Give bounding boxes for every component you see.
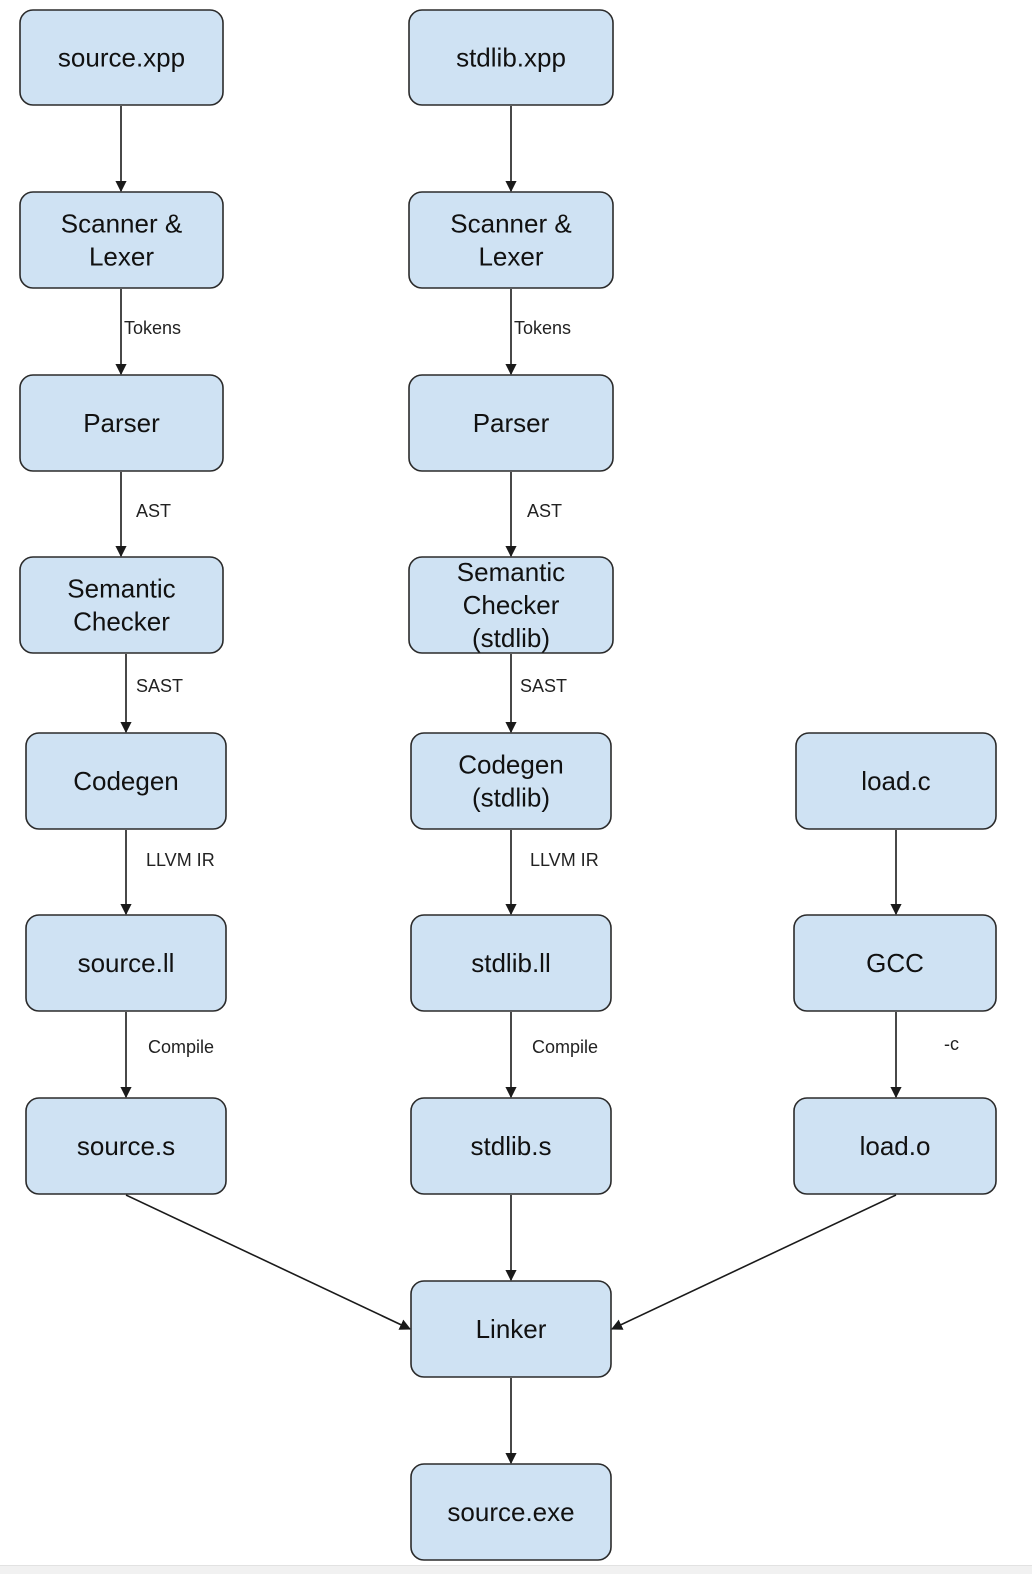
node-label: Semantic (67, 574, 175, 604)
edge-label: AST (527, 501, 562, 521)
node-label: load.o (860, 1131, 931, 1161)
edge-label: Compile (532, 1037, 598, 1057)
node-scanner-1: Scanner &Lexer (19, 191, 224, 289)
node-source-ll: source.ll (25, 914, 227, 1012)
node-box (25, 1097, 227, 1195)
node-box (793, 914, 997, 1012)
edge-label: LLVM IR (146, 850, 215, 870)
edge-load-o-to-linker (610, 1194, 897, 1330)
edge-arrow (610, 1194, 897, 1330)
node-label: Parser (83, 408, 160, 438)
bottom-scroll-edge (0, 1565, 1032, 1574)
node-label: load.c (861, 766, 930, 796)
node-label: source.s (77, 1131, 175, 1161)
node-box (795, 732, 997, 830)
edge-label: Tokens (514, 318, 571, 338)
node-box (408, 9, 614, 106)
node-gcc: GCC (793, 914, 997, 1012)
node-linker: Linker (410, 1280, 612, 1378)
node-stdlib-xpp: stdlib.xpp (408, 9, 614, 106)
node-box (19, 374, 224, 472)
node-label: (stdlib) (472, 783, 550, 813)
node-source-exe: source.exe (410, 1463, 612, 1561)
edge-codegen-1-to-source-ll: LLVM IR (120, 830, 215, 916)
node-parser-2: Parser (408, 374, 614, 472)
node-box (19, 9, 224, 106)
node-box (408, 374, 614, 472)
node-box (410, 914, 612, 1012)
node-box (19, 191, 224, 289)
node-stdlib-ll: stdlib.ll (410, 914, 612, 1012)
node-box (19, 556, 224, 654)
node-box (410, 1463, 612, 1561)
node-box (410, 1280, 612, 1378)
edge-label: AST (136, 501, 171, 521)
node-scanner-2: Scanner &Lexer (408, 191, 614, 289)
edge-label: SAST (520, 676, 567, 696)
node-stdlib-s: stdlib.s (410, 1097, 612, 1195)
node-label: Lexer (89, 242, 154, 272)
node-codegen-1: Codegen (25, 732, 227, 830)
edge-label: Compile (148, 1037, 214, 1057)
edge-source-ll-to-source-s: Compile (120, 1012, 214, 1099)
node-label: Parser (473, 408, 550, 438)
edge-arrow (125, 1194, 412, 1330)
node-box (408, 191, 614, 289)
node-label: source.exe (447, 1497, 574, 1527)
node-label: Scanner & (61, 209, 182, 239)
node-box (25, 914, 227, 1012)
node-box (25, 732, 227, 830)
edge-label: LLVM IR (530, 850, 599, 870)
node-label: Scanner & (450, 209, 571, 239)
node-label: Checker (463, 590, 560, 620)
edge-label: -c (944, 1034, 959, 1054)
node-label: (stdlib) (472, 623, 550, 653)
edge-parser-2-to-semantic-2: AST (505, 472, 562, 558)
node-label: Lexer (478, 242, 543, 272)
node-label: Codegen (458, 750, 564, 780)
node-box (410, 1097, 612, 1195)
edge-source-s-to-linker (125, 1194, 412, 1330)
edge-codegen-2-to-stdlib-ll: LLVM IR (505, 830, 599, 916)
edge-semantic-2-to-codegen-2: SAST (505, 654, 567, 734)
node-label: Checker (73, 607, 170, 637)
edge-label: SAST (136, 676, 183, 696)
node-source-xpp: source.xpp (19, 9, 224, 106)
node-parser-1: Parser (19, 374, 224, 472)
node-label: GCC (866, 948, 924, 978)
node-codegen-2: Codegen(stdlib) (410, 732, 612, 830)
node-load-c: load.c (795, 732, 997, 830)
node-label: stdlib.ll (471, 948, 550, 978)
edge-parser-1-to-semantic-1: AST (115, 472, 171, 558)
node-box (408, 556, 614, 654)
node-label: Codegen (73, 766, 179, 796)
node-box (410, 732, 612, 830)
edge-semantic-1-to-codegen-1: SAST (120, 654, 183, 734)
node-label: Linker (476, 1314, 547, 1344)
node-source-s: source.s (25, 1097, 227, 1195)
edge-stdlib-ll-to-stdlib-s: Compile (505, 1012, 598, 1099)
node-label: stdlib.s (471, 1131, 552, 1161)
edge-scanner-1-to-parser-1: Tokens (115, 289, 181, 376)
node-label: source.xpp (58, 43, 185, 73)
edge-gcc-to-load-o: -c (890, 1012, 959, 1099)
edge-label: Tokens (124, 318, 181, 338)
node-label: source.ll (78, 948, 175, 978)
edge-scanner-2-to-parser-2: Tokens (505, 289, 571, 376)
node-load-o: load.o (793, 1097, 997, 1195)
node-box (793, 1097, 997, 1195)
node-label: stdlib.xpp (456, 43, 566, 73)
node-label: Semantic (457, 557, 565, 587)
